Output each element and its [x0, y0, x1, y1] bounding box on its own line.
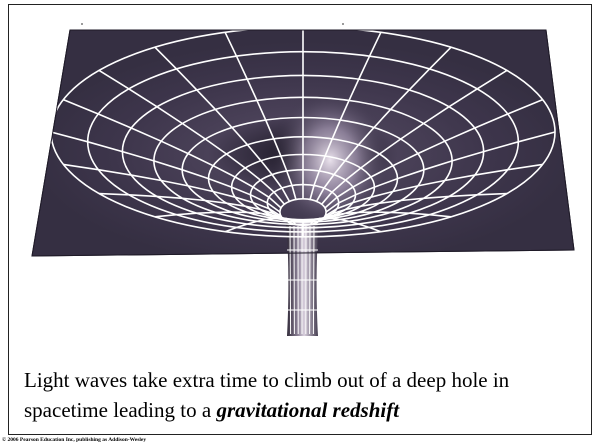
- grid-spoke: [321, 192, 507, 221]
- grid-spoke: [309, 31, 382, 200]
- caption-emphasis: gravitational redshift: [216, 398, 400, 422]
- caption-text: Light waves take extra time to climb out…: [24, 368, 510, 422]
- grid-spoke: [224, 217, 297, 233]
- grid-spoke: [324, 98, 544, 209]
- copyright-notice: © 2006 Pearson Education Inc, publishing…: [2, 437, 147, 443]
- grid-spoke: [324, 163, 543, 217]
- spacetime-well-figure: [31, 23, 575, 336]
- grid-spoke: [321, 69, 508, 205]
- grid-spoke: [98, 69, 285, 205]
- grid-spoke: [154, 46, 291, 202]
- grid-spoke: [224, 31, 297, 200]
- grid-spoke: [50, 131, 281, 213]
- slide-frame: [8, 4, 592, 435]
- grid-spoke: [315, 46, 452, 202]
- caption: Light waves take extra time to climb out…: [24, 365, 584, 425]
- grid-spoke: [62, 98, 282, 209]
- well-highlight: [270, 90, 390, 230]
- grid-spoke: [99, 192, 285, 221]
- curvature-grid: [50, 26, 556, 335]
- grid-spoke: [63, 163, 282, 217]
- grid-spoke: [309, 217, 382, 233]
- grid-spoke: [316, 211, 452, 224]
- grid-spoke: [154, 211, 290, 224]
- grid-spoke: [325, 131, 556, 213]
